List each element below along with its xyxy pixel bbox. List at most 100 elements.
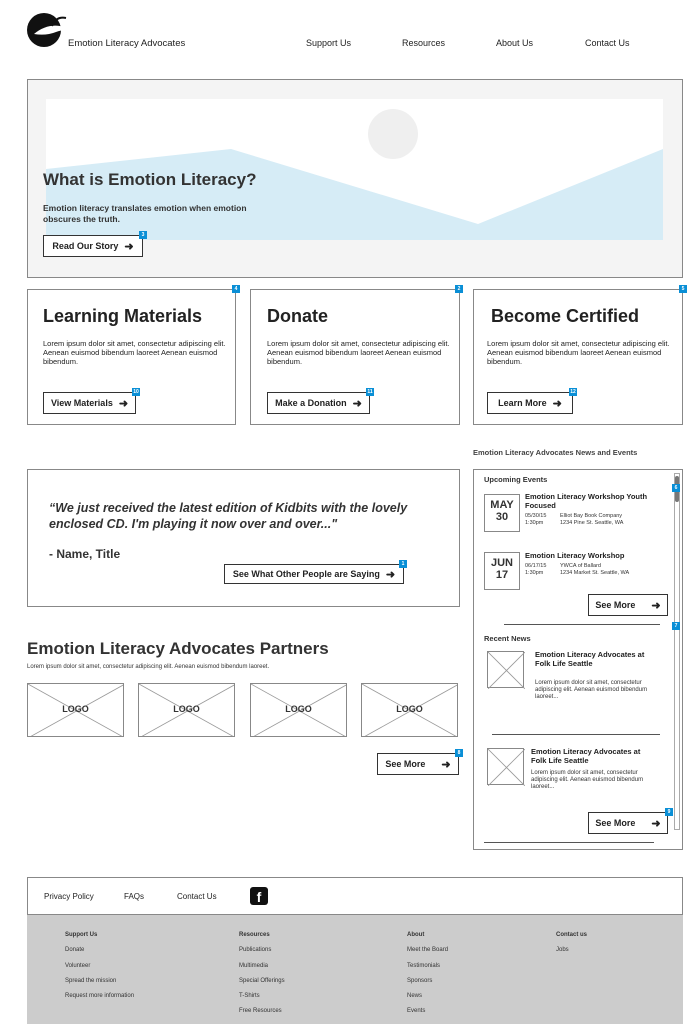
learn-more-label: Learn More <box>498 398 547 408</box>
footer-link[interactable]: Request more information <box>65 993 135 1000</box>
event-date-text: 05/30/15 <box>525 513 547 519</box>
event-month: JUN <box>490 557 513 569</box>
news-see-more-button[interactable]: See More ➜ <box>588 812 668 834</box>
footer-col-heading: Contact us <box>556 932 588 938</box>
footer-link[interactable]: Events <box>407 1008 426 1015</box>
facebook-icon[interactable]: f <box>250 887 268 905</box>
partners-see-more-button[interactable]: See More ➜ <box>377 753 459 775</box>
events-see-more-button[interactable]: See More ➜ <box>588 594 668 616</box>
card-body: Lorem ipsum dolor sit amet, consectetur … <box>267 339 450 366</box>
privacy-policy-link[interactable]: Privacy Policy <box>44 892 94 901</box>
footer-link[interactable]: Sponsors <box>407 977 433 984</box>
annotation-badge: 1 <box>399 560 407 568</box>
nav-resources[interactable]: Resources <box>402 38 446 48</box>
annotation-badge: 9 <box>665 808 673 816</box>
event-date: JUN 17 <box>484 552 520 590</box>
card-title: Become Certified <box>491 306 640 326</box>
annotation-badge: 12 <box>569 388 577 396</box>
contact-us-link[interactable]: Contact Us <box>177 892 217 901</box>
read-our-story-button[interactable]: Read Our Story ➜ <box>43 235 143 257</box>
news-body: Lorem ipsum dolor sit amet, consectetur … <box>535 680 648 700</box>
card-title: Donate <box>267 306 329 326</box>
footer-col-support: Support Us Donate Volunteer Spread the m… <box>65 928 134 1004</box>
partners-description: Lorem ipsum dolor sit amet, consectetur … <box>27 664 270 670</box>
annotation-badge: 7 <box>672 622 680 630</box>
logo-label: LOGO <box>62 704 89 714</box>
footer-link[interactable]: Jobs <box>556 947 569 954</box>
annotation-badge: 10 <box>132 388 140 396</box>
footer-link[interactable]: Spread the mission <box>65 977 117 984</box>
news-item[interactable]: Emotion Literacy Advocates at Folk Life … <box>487 650 672 710</box>
partner-logo[interactable]: LOGO <box>138 683 235 737</box>
footer-link[interactable]: Free Resources <box>239 1008 282 1015</box>
testimonial-author: - Name, Title <box>49 547 121 561</box>
event-time: 1:30pm <box>525 520 544 526</box>
arrow-right-icon: ➜ <box>651 817 661 830</box>
event-day: 17 <box>495 569 509 581</box>
annotation-badge: 4 <box>232 285 240 293</box>
annotation-badge: 8 <box>455 749 463 757</box>
footer-link[interactable]: Multimedia <box>239 962 269 969</box>
footer-col-contact: Contact us Jobs <box>556 928 587 959</box>
card-become-certified: Become Certified Lorem ipsum dolor sit a… <box>473 289 683 425</box>
nav-about-us[interactable]: About Us <box>496 38 534 48</box>
footer-link[interactable]: T-Shirts <box>239 993 260 1000</box>
faqs-link[interactable]: FAQs <box>124 892 145 901</box>
site-logo[interactable] <box>26 10 86 50</box>
news-item[interactable]: Emotion Literacy Advocates at Folk Life … <box>487 747 672 807</box>
event-day: 30 <box>495 511 509 523</box>
see-more-label: See More <box>595 818 636 828</box>
news-title: Emotion Literacy Advocates at Folk Life … <box>535 650 645 668</box>
logo-label: LOGO <box>173 704 200 714</box>
annotation-badge: 3 <box>139 231 147 239</box>
footer-link[interactable]: Testimonials <box>407 962 441 969</box>
footer-link[interactable]: Special Offerings <box>239 977 285 984</box>
events-heading: Upcoming Events <box>484 475 548 484</box>
annotation-badge: 11 <box>366 388 374 396</box>
logo-icon <box>27 13 82 47</box>
partner-logo[interactable]: LOGO <box>27 683 124 737</box>
see-what-others-say-button[interactable]: See What Other People are Saying ➜ <box>224 564 404 584</box>
partners-title: Emotion Literacy Advocates Partners <box>27 639 329 658</box>
image-placeholder-icon <box>28 684 123 736</box>
card-learning-materials: Learning Materials Lorem ipsum dolor sit… <box>27 289 236 425</box>
event-time: 1:30pm <box>525 570 544 576</box>
footer-link[interactable]: Donate <box>65 947 85 954</box>
hero-title: What is Emotion Literacy? <box>43 170 257 189</box>
image-placeholder-icon <box>139 684 234 736</box>
see-more-label: See More <box>595 600 636 610</box>
footer-link[interactable]: Publications <box>239 947 272 954</box>
event-address: 1234 Market St. Seattle, WA <box>560 570 630 576</box>
event-place: YWCA of Ballard <box>560 563 601 569</box>
divider <box>484 842 654 843</box>
event-place: Elliot Bay Book Company <box>560 513 623 519</box>
footer-top-bar: Privacy Policy FAQs Contact Us f <box>27 877 683 915</box>
image-placeholder-icon <box>488 749 525 786</box>
footer-col-heading: About <box>407 932 425 938</box>
footer-col-heading: Support Us <box>65 932 98 938</box>
scrollbar-track[interactable] <box>674 473 680 830</box>
logo-label: LOGO <box>396 704 423 714</box>
partner-logo[interactable]: LOGO <box>250 683 347 737</box>
learn-more-button[interactable]: Learn More ➜ <box>487 392 573 414</box>
footer-link[interactable]: Meet the Board <box>407 947 449 954</box>
brand-name: Emotion Literacy Advocates <box>68 38 186 49</box>
annotation-badge: 6 <box>672 484 680 492</box>
view-materials-button[interactable]: View Materials ➜ <box>43 392 136 414</box>
view-materials-label: View Materials <box>50 398 113 408</box>
footer-col-resources: Resources Publications Multimedia Specia… <box>239 928 285 1020</box>
partner-logo[interactable]: LOGO <box>361 683 458 737</box>
footer-link[interactable]: Volunteer <box>65 962 91 969</box>
see-more-label: See More <box>385 759 426 769</box>
event-date-text: 06/17/15 <box>525 563 547 569</box>
footer-links-area <box>27 915 683 1024</box>
event-item[interactable]: JUN 17 Emotion Literacy Workshop 06/17/1… <box>484 550 669 592</box>
nav-support-us[interactable]: Support Us <box>306 38 352 48</box>
card-donate: Donate Lorem ipsum dolor sit amet, conse… <box>250 289 460 425</box>
divider <box>492 734 660 735</box>
sidebar-heading: Emotion Literacy Advocates News and Even… <box>473 448 638 457</box>
nav-contact-us[interactable]: Contact Us <box>585 38 630 48</box>
event-item[interactable]: MAY 30 Emotion Literacy Workshop Youth F… <box>484 492 669 534</box>
make-a-donation-button[interactable]: Make a Donation ➜ <box>267 392 370 414</box>
footer-link[interactable]: News <box>407 993 423 1000</box>
